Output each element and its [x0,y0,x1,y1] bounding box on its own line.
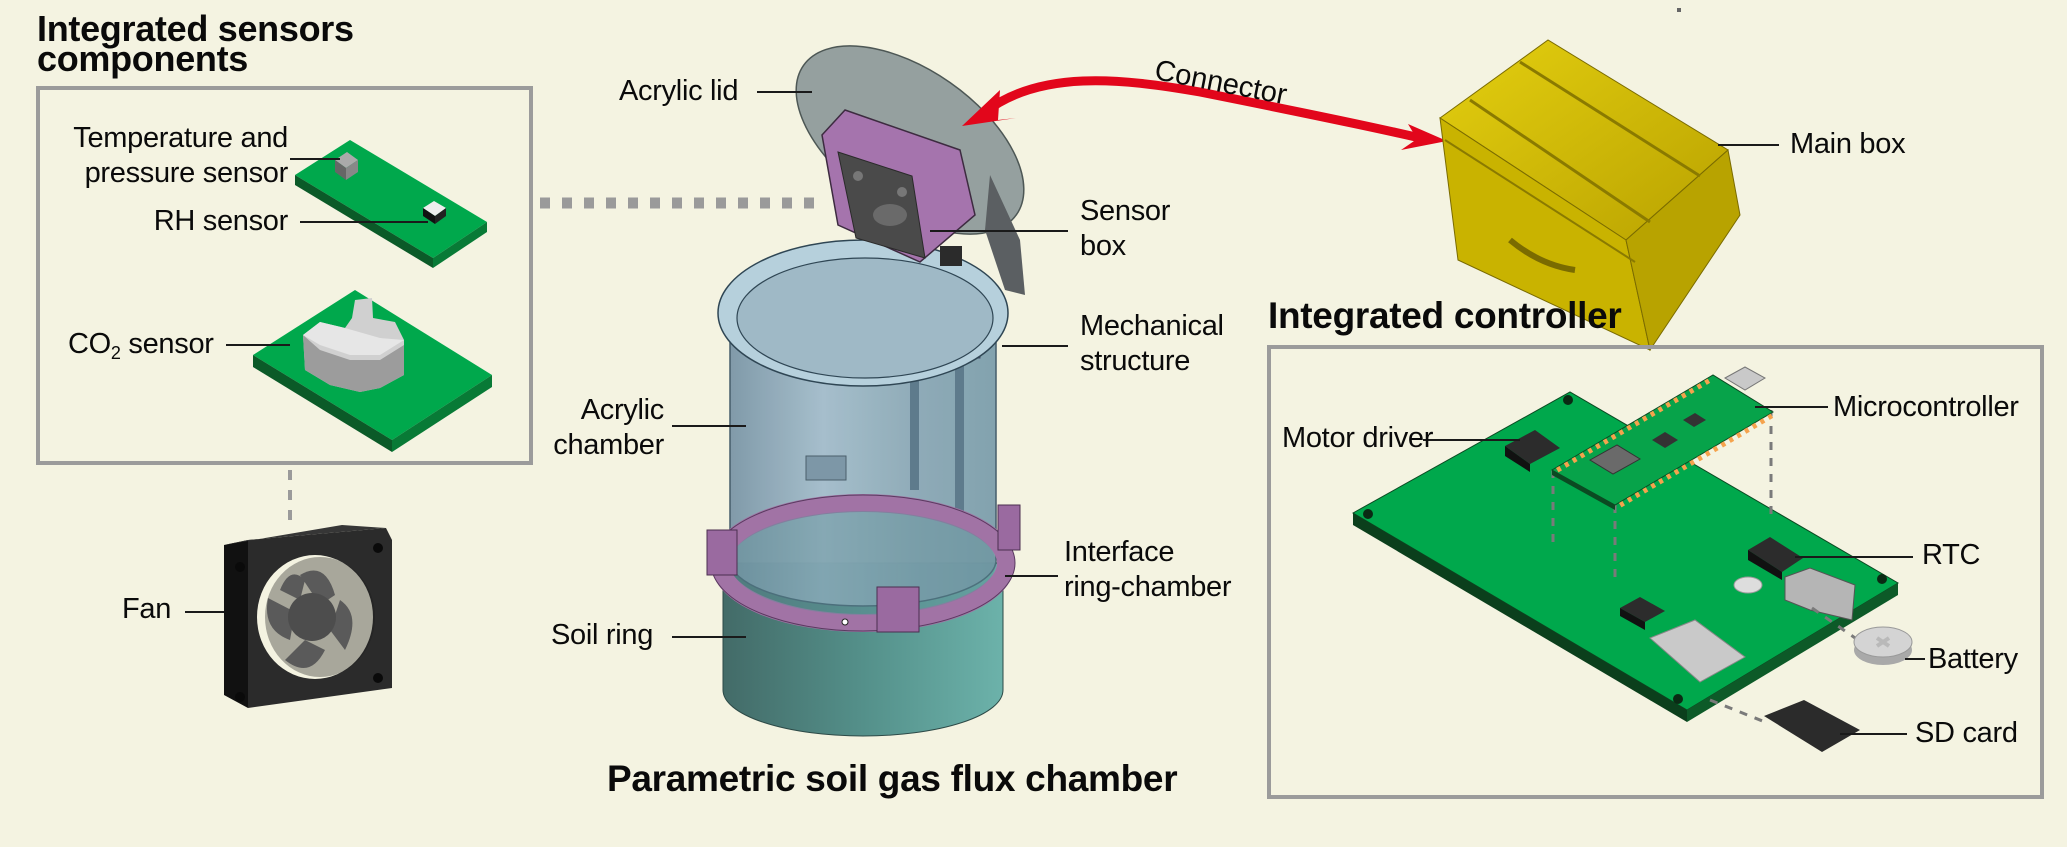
co2-prefix: CO [68,328,111,360]
mcu-pin [1626,424,1633,431]
mcu-pin [1563,461,1570,468]
sensors-panel-title: Integrated sensors components [37,8,354,79]
label-co2-sensor: CO2 sensor [68,327,214,371]
mcu-pin [1688,387,1695,395]
connector-arrow [962,76,1447,150]
mcu-pin [1649,410,1656,418]
mcu-pin [1673,468,1680,476]
chamber-title: Parametric soil gas flux chamber [607,758,1178,799]
battery-illustration [1853,626,1913,665]
mcu-pin [1665,473,1672,480]
label-main-box: Main box [1790,128,1906,160]
mcu-pin [1619,501,1625,508]
main-box-illustration [1439,39,1741,352]
label-soil-ring: Soil ring [551,619,654,651]
mcu-pin [1650,482,1657,489]
sd-card-illustration [1764,700,1860,752]
label-rtc: RTC [1922,539,1981,571]
sensors-title-line1: Integrated sensors [37,8,354,49]
mcu-pin [1556,466,1562,473]
mcu-pin [1728,436,1735,443]
sensors-panel-frame [36,86,533,465]
mcu-pin [1610,433,1617,441]
acrylic-chamber-illustration [717,239,1009,607]
label-acrylic-chamber: Acrylic chamber [540,393,664,463]
label-acrylic-chamber-line2: chamber [553,429,664,461]
label-sensor-box-line2: box [1080,230,1126,262]
label-sensor-box: Sensor box [1080,194,1170,264]
mcu-pin [1743,427,1750,434]
label-temp-pressure-line2: pressure sensor [84,157,289,189]
microcontroller-illustration [1550,366,1774,510]
sensors-title-line2: components [37,38,249,79]
mcu-pin [1641,415,1648,422]
mcu-pin [1767,413,1774,420]
stray-dot [1677,8,1681,12]
label-mechanical-line2: structure [1080,345,1191,377]
mcu-pin [1579,452,1586,459]
mcu-pin [1696,383,1703,390]
co2-sensor-board [253,290,492,452]
label-interface-line1: Interface [1064,536,1175,568]
label-interface-ring-chamber: Interface ring-chamber [1064,535,1232,605]
mcu-pin [1626,496,1633,503]
mcu-pin [1697,455,1703,462]
mcu-pin [1618,429,1625,436]
mcu-pin [1571,456,1578,464]
mcu-pin [1587,447,1594,454]
mcu-pin [1751,422,1758,430]
mcu-pin [1595,443,1601,450]
label-sd-card: SD card [1915,717,2018,749]
mcu-pin [1704,378,1711,385]
mcu-pin [1634,419,1640,427]
controller-panel-title: Integrated controller [1268,295,1622,336]
label-motor-driver: Motor driver [1282,422,1434,454]
label-sensor-box-line1: Sensor [1080,195,1171,227]
interface-ring-illustration [706,494,1021,633]
label-rh-sensor: RH sensor [153,205,289,237]
label-acrylic-chamber-line1: Acrylic [580,394,665,426]
label-mechanical-structure: Mechanical structure [1080,309,1224,379]
label-acrylic-lid: Acrylic lid [619,75,739,107]
label-microcontroller: Microcontroller [1833,391,2019,423]
mcu-pin [1680,392,1687,399]
label-battery: Battery [1928,643,2018,675]
label-temp-pressure-line1: Temperature and [73,122,288,154]
mcu-pin [1657,406,1664,413]
label-interface-line2: ring-chamber [1064,571,1232,603]
mcu-pin [1658,478,1664,485]
label-fan: Fan [122,593,172,625]
mcu-pin [1712,445,1719,453]
mcu-pin [1665,401,1672,408]
fan-illustration [224,525,392,708]
label-temp-pressure-sensor: Temperature and pressure sensor [50,121,288,191]
controller-panel-frame [1267,345,2044,799]
mcu-pin [1736,431,1742,439]
mcu-pin [1689,459,1696,466]
mcu-pin [1759,418,1766,425]
mcu-pin [1602,438,1609,445]
mcu-pin-row [1556,378,1774,508]
mcu-pin [1642,487,1649,494]
sensor-box-illustration [821,109,976,266]
co2-subscript: 2 [110,343,121,363]
mcu-pin [1673,397,1679,404]
co2-suffix: sensor [120,328,214,360]
mcu-pin [1720,441,1727,448]
mcu-pin [1681,464,1688,471]
leader-lines [185,91,1925,735]
controller-pcb-illustration [1351,391,1899,724]
label-mechanical-line1: Mechanical [1080,310,1224,342]
mcu-pin [1704,450,1711,457]
mcu-pin [1634,491,1641,499]
